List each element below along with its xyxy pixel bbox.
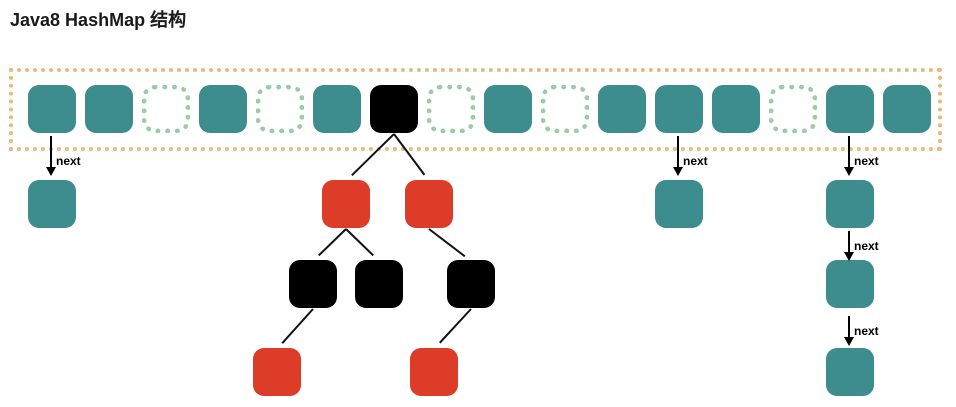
bucket-cell-13[interactable]: [769, 85, 817, 133]
arrow-head-icon: [844, 337, 854, 346]
bucket-cell-0[interactable]: [28, 85, 76, 133]
bucket-11-chain-next-arrow-0: [673, 136, 683, 176]
arrow-head-icon: [46, 167, 56, 176]
bucket-14-chain-node-2[interactable]: [826, 348, 874, 396]
bucket-cell-10[interactable]: [598, 85, 646, 133]
bucket-11-chain-next-label-0: next: [683, 154, 708, 168]
bucket-cell-15[interactable]: [883, 85, 931, 133]
bucket-14-chain-next-arrow-0: [844, 136, 854, 176]
page-title: Java8 HashMap 结构: [10, 10, 187, 30]
bucket-14-chain-next-label-0: next: [854, 154, 879, 168]
bucket-cell-8[interactable]: [484, 85, 532, 133]
tree-edge-n-l-to-n-ll: [318, 228, 347, 257]
bucket-11-chain-node-0[interactable]: [655, 180, 703, 228]
bucket-14-chain-next-arrow-1: [844, 231, 854, 261]
bucket-cell-11[interactable]: [655, 85, 703, 133]
bucket-array-container: [9, 68, 942, 151]
bucket-cell-3[interactable]: [199, 85, 247, 133]
bucket-0-chain-next-label-0: next: [56, 154, 81, 168]
arrow-head-icon: [844, 252, 854, 261]
arrow-head-icon: [844, 167, 854, 176]
tree-edge-n-r-to-n-rr: [428, 228, 466, 257]
bucket-cell-1[interactable]: [85, 85, 133, 133]
bucket-0-chain-node-0[interactable]: [28, 180, 76, 228]
tree-edge-n-ll-to-n-lll: [281, 308, 314, 344]
bucket-cell-2[interactable]: [142, 85, 190, 133]
tree-node-n-r[interactable]: [405, 180, 453, 228]
arrow-head-icon: [673, 167, 683, 176]
bucket-cell-6[interactable]: [370, 85, 418, 133]
bucket-14-chain-node-1[interactable]: [826, 260, 874, 308]
bucket-cell-5[interactable]: [313, 85, 361, 133]
tree-node-n-ll[interactable]: [289, 260, 337, 308]
tree-node-n-lr[interactable]: [355, 260, 403, 308]
bucket-cell-4[interactable]: [256, 85, 304, 133]
tree-edge-n-l-to-n-lr: [345, 228, 374, 257]
bucket-0-chain-next-arrow-0: [46, 136, 56, 176]
bucket-14-chain-next-arrow-2: [844, 316, 854, 346]
bucket-cell-7[interactable]: [427, 85, 475, 133]
bucket-14-chain-next-label-1: next: [854, 239, 879, 253]
bucket-cell-14[interactable]: [826, 85, 874, 133]
tree-node-n-l[interactable]: [322, 180, 370, 228]
tree-node-n-rrl[interactable]: [410, 348, 458, 396]
tree-node-n-rr[interactable]: [447, 260, 495, 308]
bucket-cell-9[interactable]: [541, 85, 589, 133]
bucket-14-chain-node-0[interactable]: [826, 180, 874, 228]
tree-edge-n-rr-to-n-rrl: [438, 308, 472, 344]
bucket-cell-12[interactable]: [712, 85, 760, 133]
tree-node-n-lll[interactable]: [253, 348, 301, 396]
bucket-14-chain-next-label-2: next: [854, 324, 879, 338]
